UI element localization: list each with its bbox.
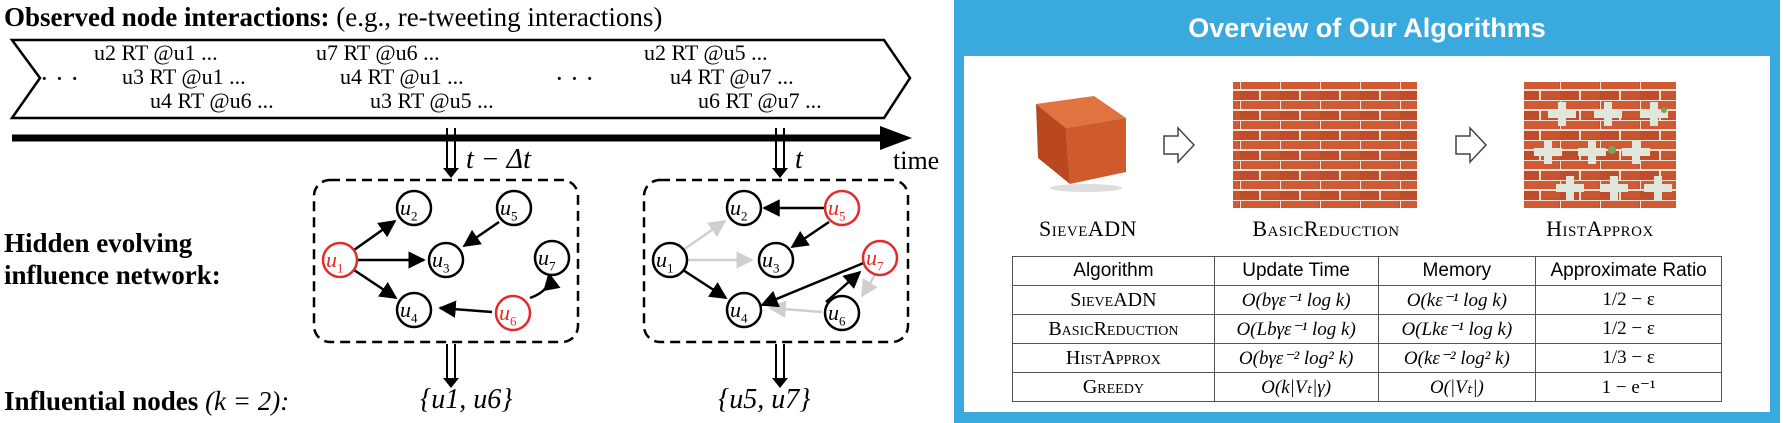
tweet-4: u7 RT @u6 ...: [316, 40, 440, 65]
time-axis-arrowhead: [880, 126, 912, 150]
arrow-to-right-graph: [772, 128, 788, 178]
right-node-u4-label: u4: [730, 297, 748, 326]
hidden-network-label-line1: Hidden evolving: [4, 228, 193, 258]
observed-interactions-note: (e.g., re-tweeting interactions): [336, 2, 663, 32]
influence-diagram: [9, 38, 912, 388]
left-node-u1-label: u1: [326, 247, 344, 276]
left-graph-nodes: [321, 189, 571, 332]
observed-interactions-label: Observed node interactions: (e.g., re-tw…: [4, 2, 663, 32]
left-node-u3: [427, 241, 465, 279]
tweet-3: u4 RT @u6 ...: [150, 88, 274, 113]
left-node-u7-label: u7: [538, 245, 556, 274]
right-arrow-icon-2: [1455, 126, 1488, 164]
influential-set-right: {u5, u7}: [718, 384, 811, 415]
tweet-9: u6 RT @u7 ...: [698, 88, 822, 113]
cell-ratio: 1/2 − ε: [1535, 314, 1722, 344]
caption-basicreduction: BasicReduction: [1252, 216, 1400, 241]
left-node-u4: [395, 291, 433, 329]
cell-memory: O(Lkε⁻¹ log k): [1377, 314, 1537, 344]
table-row: HistApprox O(bγε⁻² log² k) O(kε⁻² log² k…: [1012, 343, 1722, 373]
cell-update-time: O(k|Vₜ|γ): [1213, 372, 1379, 402]
cell-memory: O(|Vₜ|): [1377, 372, 1537, 402]
left-node-u4-label: u4: [400, 297, 418, 326]
right-node-u7-label: u7: [866, 245, 884, 274]
complexity-table: Algorithm Update Time Memory Approximate…: [1012, 256, 1722, 402]
arrow-to-left-graph: [443, 128, 459, 178]
arrow-to-left-set: [443, 344, 459, 388]
right-node-u4: [725, 291, 763, 329]
right-arrow-icon: [1163, 126, 1196, 164]
cell-update-time: O(bγε⁻¹ log k): [1213, 285, 1379, 315]
time-label: time: [893, 146, 940, 175]
cell-update-time: O(Lbγε⁻¹ log k): [1213, 314, 1379, 344]
panel-title: Overview of Our Algorithms: [1188, 13, 1546, 43]
influential-set-left: {u1, u6}: [420, 384, 513, 415]
tweet-6: u3 RT @u5 ...: [370, 88, 494, 113]
tweet-stream-banner: [9, 38, 912, 120]
right-node-u6: [823, 294, 861, 332]
cell-algorithm: Greedy: [1012, 372, 1215, 402]
table-row: BasicReduction O(Lbγε⁻¹ log k) O(Lkε⁻¹ l…: [1012, 314, 1722, 344]
tweet-8: u4 RT @u7 ...: [670, 64, 794, 89]
cell-update-time: O(bγε⁻² log² k): [1213, 343, 1379, 373]
influential-nodes-label: Influential nodes (k = 2):: [4, 386, 290, 416]
t-label: t: [795, 144, 803, 175]
cell-ratio: 1/3 − ε: [1535, 343, 1722, 373]
left-node-u5-label: u5: [500, 195, 518, 224]
k-label: (k = 2):: [205, 386, 290, 416]
right-node-u1-label: u1: [656, 247, 674, 276]
brick-wall-icon: [1233, 82, 1417, 208]
header-memory: Memory: [1377, 256, 1537, 286]
table-row: SieveADN O(bγε⁻¹ log k) O(kε⁻¹ log k) 1/…: [1012, 285, 1722, 315]
left-node-u2: [395, 189, 433, 227]
arrow-to-right-set: [772, 344, 788, 388]
dots-mid: · · ·: [555, 64, 594, 93]
left-node-u3-label: u3: [432, 247, 450, 276]
right-node-u2: [725, 189, 763, 227]
cell-algorithm: HistApprox: [1012, 343, 1215, 373]
hidden-network-label-line2: influence network:: [4, 260, 221, 290]
dots-left: · · ·: [40, 64, 79, 93]
right-graph-nodes: [651, 189, 899, 332]
right-node-u6-label: u6: [828, 300, 846, 329]
tweet-1: u2 RT @u1 ...: [94, 40, 218, 65]
right-node-u3: [757, 241, 795, 279]
caption-sieveadn: SieveADN: [1038, 216, 1138, 241]
t-minus-delta-label: t − Δt: [466, 144, 531, 175]
tweet-2: u3 RT @u1 ...: [122, 64, 246, 89]
right-node-u3-label: u3: [762, 247, 780, 276]
table-row: Greedy O(k|Vₜ|γ) O(|Vₜ|) 1 − e⁻¹: [1012, 372, 1722, 402]
left-graph-box: [312, 178, 580, 344]
table-header-row: Algorithm Update Time Memory Approximate…: [1012, 256, 1722, 286]
left-graph-edges: [353, 219, 561, 318]
right-node-u5: [823, 189, 861, 227]
left-node-u6: [494, 294, 532, 332]
tweet-7: u2 RT @u5 ...: [644, 40, 768, 65]
header-approx-ratio: Approximate Ratio: [1535, 256, 1722, 286]
cell-algorithm: BasicReduction: [1012, 314, 1215, 344]
cell-ratio: 1/2 − ε: [1535, 285, 1722, 315]
left-node-u7: [533, 239, 571, 277]
left-node-u6-label: u6: [499, 300, 517, 329]
right-node-u1: [651, 241, 689, 279]
caption-histapprox: HistApprox: [1546, 216, 1654, 241]
right-node-u2-label: u2: [730, 195, 748, 224]
single-brick-icon: [1036, 96, 1126, 192]
right-node-u5-label: u5: [828, 195, 846, 224]
left-node-u1: [321, 241, 359, 279]
left-node-u5: [495, 189, 533, 227]
perforated-brick-wall-icon: [1524, 82, 1676, 208]
header-algorithm: Algorithm: [1012, 256, 1215, 286]
right-node-u7: [861, 239, 899, 277]
cell-memory: O(kε⁻¹ log k): [1377, 285, 1537, 315]
tweet-5: u4 RT @u1 ...: [340, 64, 464, 89]
header-update-time: Update Time: [1213, 256, 1379, 286]
cell-memory: O(kε⁻² log² k): [1377, 343, 1537, 373]
left-node-u2-label: u2: [400, 195, 418, 224]
right-graph-edges: [682, 199, 867, 308]
cell-ratio: 1 − e⁻¹: [1535, 372, 1722, 402]
right-graph-box: [642, 178, 910, 344]
cell-algorithm: SieveADN: [1012, 285, 1215, 315]
